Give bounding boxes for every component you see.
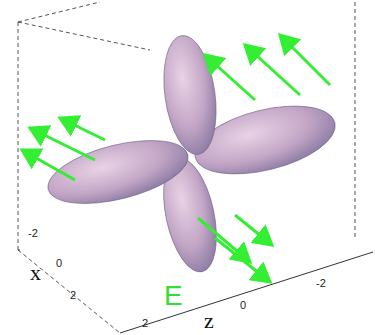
axis-label: z — [204, 310, 214, 332]
axis-label: x — [30, 262, 41, 284]
tick-label: 0 — [240, 300, 246, 311]
tick-label: -2 — [316, 278, 326, 289]
tick-label: 0 — [56, 258, 62, 269]
tick-label: 2 — [142, 318, 148, 329]
tick-label: -2 — [28, 228, 38, 239]
field-arrows — [22, 35, 330, 282]
bounding-box — [18, 2, 355, 333]
field-label: E — [164, 282, 183, 310]
tick-label: 2 — [70, 290, 76, 301]
